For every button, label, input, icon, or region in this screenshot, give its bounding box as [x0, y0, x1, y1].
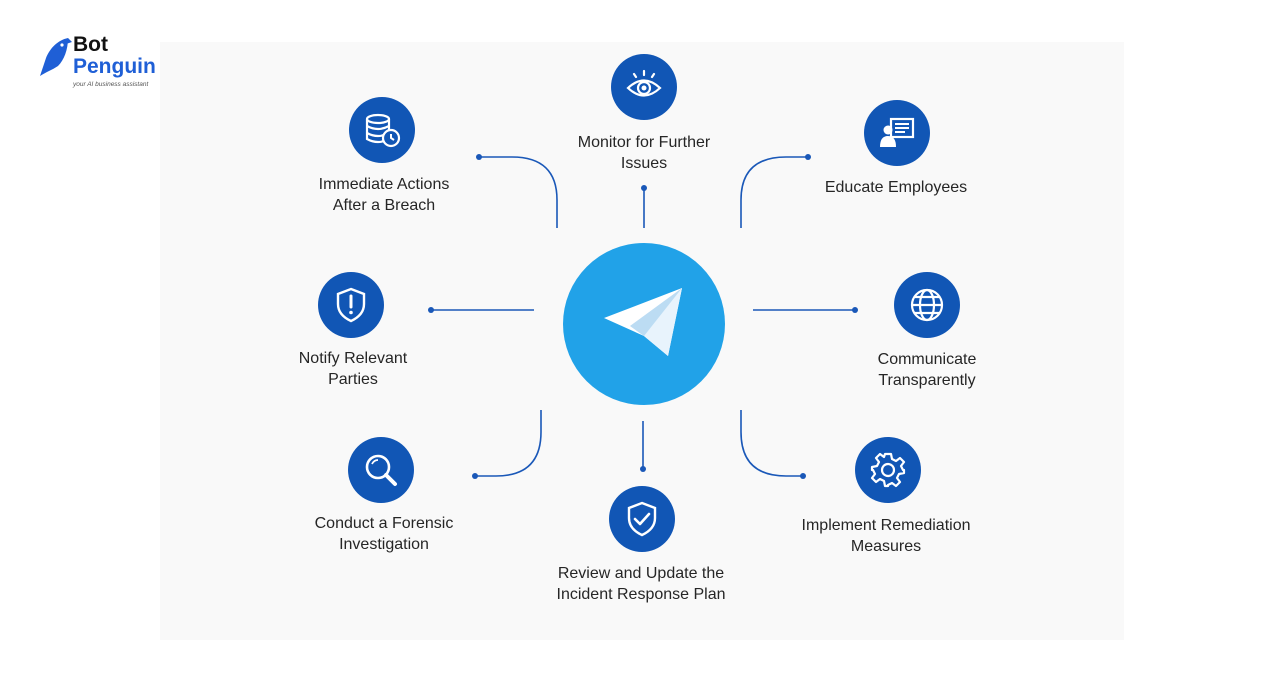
- node-educate-label: Educate Employees: [786, 177, 1006, 198]
- connector-immediate: [479, 156, 558, 228]
- node-immediate-label: Immediate Actions After a Breach: [274, 174, 494, 216]
- node-educate-label-line1: Educate Employees: [824, 179, 968, 196]
- brand-tagline: your AI business assistant: [73, 81, 149, 88]
- connector-dot-notify: [428, 307, 434, 313]
- botpenguin-logo: Bot Penguin your AI business assistant: [38, 34, 178, 94]
- connector-dot-remediation: [800, 473, 806, 479]
- node-monitor-label-line2: Issues: [620, 155, 668, 172]
- connector-dot-communicate: [852, 307, 858, 313]
- brand-name: Bot Penguin: [73, 34, 156, 78]
- node-monitor-label: Monitor for Further Issues: [534, 132, 754, 174]
- node-remediation-label: Implement Remediation Measures: [776, 515, 996, 557]
- node-notify-label: Notify Relevant Parties: [243, 348, 463, 390]
- connector-dot-review: [640, 466, 646, 472]
- connector-dot-educate: [805, 154, 811, 160]
- node-communicate-label-line1: Communicate: [877, 351, 977, 368]
- node-communicate-label-line2: Transparently: [878, 372, 976, 389]
- node-communicate-label: Communicate Transparently: [817, 349, 1037, 391]
- connector-educate: [740, 156, 808, 228]
- connector-dot-forensic: [472, 473, 478, 479]
- node-monitor-label-line1: Monitor for Further: [577, 134, 711, 151]
- node-remediation-label-line2: Measures: [850, 538, 922, 555]
- eye-icon: [611, 54, 677, 120]
- node-notify-label-line1: Notify Relevant: [298, 350, 408, 367]
- node-review-label-line1: Review and Update the: [557, 565, 725, 582]
- node-immediate-label-line2: After a Breach: [332, 197, 436, 214]
- connector-dot-monitor: [641, 185, 647, 191]
- connector-remediation: [740, 410, 803, 477]
- penguin-logo-icon: [40, 38, 72, 76]
- node-remediation-label-line1: Implement Remediation: [801, 517, 971, 534]
- hub-circle: [563, 243, 725, 405]
- magnifier-icon: [348, 437, 414, 503]
- node-review-label-line2: Incident Response Plan: [556, 586, 726, 603]
- node-forensic-label-line1: Conduct a Forensic: [314, 515, 454, 532]
- node-forensic-label: Conduct a Forensic Investigation: [274, 513, 494, 555]
- brand-name-line1: Bot: [73, 33, 108, 56]
- globe-icon: [894, 272, 960, 338]
- node-notify-label-line2: Parties: [328, 371, 378, 388]
- database-clock-icon: [349, 97, 415, 163]
- brand-name-line2: Penguin: [73, 55, 156, 78]
- node-forensic-label-line2: Investigation: [339, 536, 429, 553]
- node-review-label: Review and Update the Incident Response …: [531, 563, 751, 605]
- connector-forensic: [475, 410, 542, 477]
- shield-alert-icon: [318, 272, 384, 338]
- shield-check-icon: [609, 486, 675, 552]
- node-immediate-label-line1: Immediate Actions: [318, 176, 450, 193]
- presentation-icon: [864, 100, 930, 166]
- connector-dot-immediate: [476, 154, 482, 160]
- telegram-paper-plane-icon: [604, 288, 682, 356]
- gear-icon: [855, 437, 921, 503]
